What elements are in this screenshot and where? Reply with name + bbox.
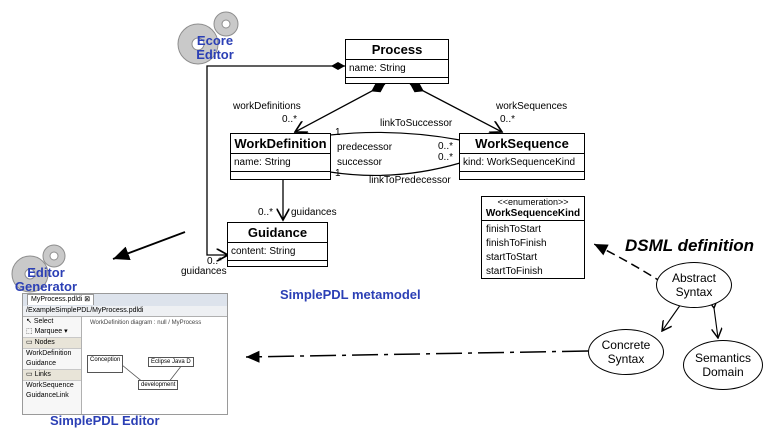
composition-guidances: [206, 65, 345, 255]
workdefinition-class-attr: name: String: [231, 154, 330, 172]
guidance-class-attr: content: String: [228, 243, 327, 261]
label-workdefinitions-mult: 0..*: [282, 114, 298, 125]
enumeration-stereotype: <<enumeration>>: [497, 197, 569, 207]
simplepdl-editor-screenshot: MyProcess.pdldi ⊠ /ExampleSimplePDL/MyPr…: [22, 293, 228, 415]
abstract-syntax-line2: Syntax: [675, 285, 713, 299]
palette-nodes-label: Nodes: [34, 339, 55, 346]
workdefinition-class: WorkDefinition name: String: [230, 133, 331, 180]
palette-links-header[interactable]: ▭ Links: [23, 369, 81, 381]
label-worksequences-mult: 0..*: [500, 114, 516, 125]
label-mult-predecessor: 0..*: [438, 141, 454, 152]
worksequence-class-name: WorkSequence: [460, 134, 584, 154]
editor-path: /ExampleSimplePDL/MyProcess.pdldi: [23, 306, 227, 317]
worksequencekind-enumeration: <<enumeration>> WorkSequenceKind finishT…: [481, 196, 585, 279]
palette-item-guidancelink[interactable]: GuidanceLink: [26, 392, 69, 399]
guidance-class: Guidance content: String: [227, 222, 328, 267]
editor-generator-label: Editor Generator: [8, 266, 84, 294]
abstract-syntax-line1: Abstract: [671, 271, 716, 285]
ecore-editor-line1: Ecore: [196, 33, 234, 48]
label-predecessor: predecessor: [337, 142, 393, 153]
ecore-editor-label: Ecore Editor: [193, 34, 237, 62]
label-one-predecessor: 1: [335, 168, 341, 179]
process-class-name: Process: [346, 40, 448, 60]
semantics-domain-line2: Domain: [702, 365, 744, 379]
workdefinition-class-name: WorkDefinition: [231, 134, 330, 154]
label-one-successor: 1: [335, 127, 341, 138]
palette-select[interactable]: ↖ Select: [26, 318, 54, 325]
process-class-attr: name: String: [346, 60, 448, 78]
editor-generator-gear-icon: [11, 244, 66, 293]
concrete-syntax-line2: Syntax: [607, 352, 645, 366]
link-to-predecessor: [329, 162, 461, 177]
semantics-domain-line1: Semantics: [694, 351, 752, 365]
palette-item-worksequence[interactable]: WorkSequence: [26, 382, 74, 389]
worksequence-class: WorkSequence kind: WorkSequenceKind: [459, 133, 585, 180]
editor-caption: SimplePDL Editor: [50, 413, 160, 428]
composition-workdefinitions: [295, 84, 386, 132]
palette-select-label: Select: [33, 318, 54, 325]
enumeration-literals: finishToStart finishToFinish startToStar…: [482, 221, 584, 281]
enum-literal: startToStart: [486, 252, 538, 263]
metamodel-caption: SimplePDL metamodel: [280, 287, 421, 302]
enum-literal: startToFinish: [486, 266, 543, 277]
editor-tab-label: MyProcess.pdldi: [31, 296, 83, 303]
label-successor: successor: [337, 157, 383, 168]
canvas-node-conception[interactable]: Conception: [87, 355, 123, 373]
label-guidances-process: guidances: [181, 266, 227, 277]
ecore-editor-gear-icon: [177, 11, 239, 65]
palette-marquee[interactable]: ⬚ Marquee ▾: [26, 328, 68, 335]
label-linktopredecessor: linkToPredecessor: [369, 175, 451, 186]
worksequence-class-attr: kind: WorkSequenceKind: [460, 154, 584, 172]
ecore-editor-line2: Editor: [196, 47, 234, 62]
label-workdefinitions: workDefinitions: [233, 101, 301, 112]
dsml-definition-label: DSML definition: [625, 236, 755, 255]
abstract-semantics-arrow: [714, 308, 718, 338]
concrete-dashed-arrow: [245, 350, 589, 363]
generator-arrow: [112, 231, 186, 261]
palette-item-workdefinition[interactable]: WorkDefinition: [26, 350, 72, 357]
palette-links-label: Links: [34, 371, 51, 378]
enumeration-name: WorkSequenceKind: [482, 208, 584, 221]
canvas-node-eclipse[interactable]: Eclipse Java D: [148, 357, 194, 367]
palette-nodes-header[interactable]: ▭ Nodes: [23, 337, 81, 349]
link-to-successor: [329, 131, 461, 141]
label-mult-successor: 0..*: [438, 152, 454, 163]
abstract-concrete-arrow: [662, 304, 681, 331]
palette: ↖ Select ⬚ Marquee ▾ ▭ Nodes WorkDefinit…: [23, 317, 82, 414]
guidance-class-name: Guidance: [228, 223, 327, 243]
label-guidances-workdefinition-mult: 0..*: [258, 207, 274, 218]
palette-item-guidance[interactable]: Guidance: [26, 360, 56, 367]
label-linktosuccessor: linkToSuccessor: [380, 118, 453, 129]
editor-tab[interactable]: MyProcess.pdldi ⊠: [27, 294, 95, 305]
enum-literal: finishToStart: [486, 224, 542, 235]
enum-literal: finishToFinish: [486, 238, 547, 249]
label-worksequences: workSequences: [496, 101, 568, 112]
editor-generator-line2: Generator: [14, 279, 78, 294]
editor-generator-line1: Editor: [27, 265, 65, 280]
canvas-node-development[interactable]: development: [138, 380, 179, 390]
label-guidances-workdefinition: guidances: [291, 207, 337, 218]
concrete-syntax-line1: Concrete: [601, 338, 651, 352]
diagram-title: WorkDefinition diagram : null / MyProces…: [90, 320, 202, 326]
composition-worksequences: [409, 84, 502, 132]
process-class: Process name: String: [345, 39, 449, 84]
palette-marquee-label: Marquee: [34, 328, 63, 335]
label-guidances-process-mult: 0..*: [207, 256, 223, 267]
editor-canvas[interactable]: WorkDefinition diagram : null / MyProces…: [82, 317, 227, 414]
